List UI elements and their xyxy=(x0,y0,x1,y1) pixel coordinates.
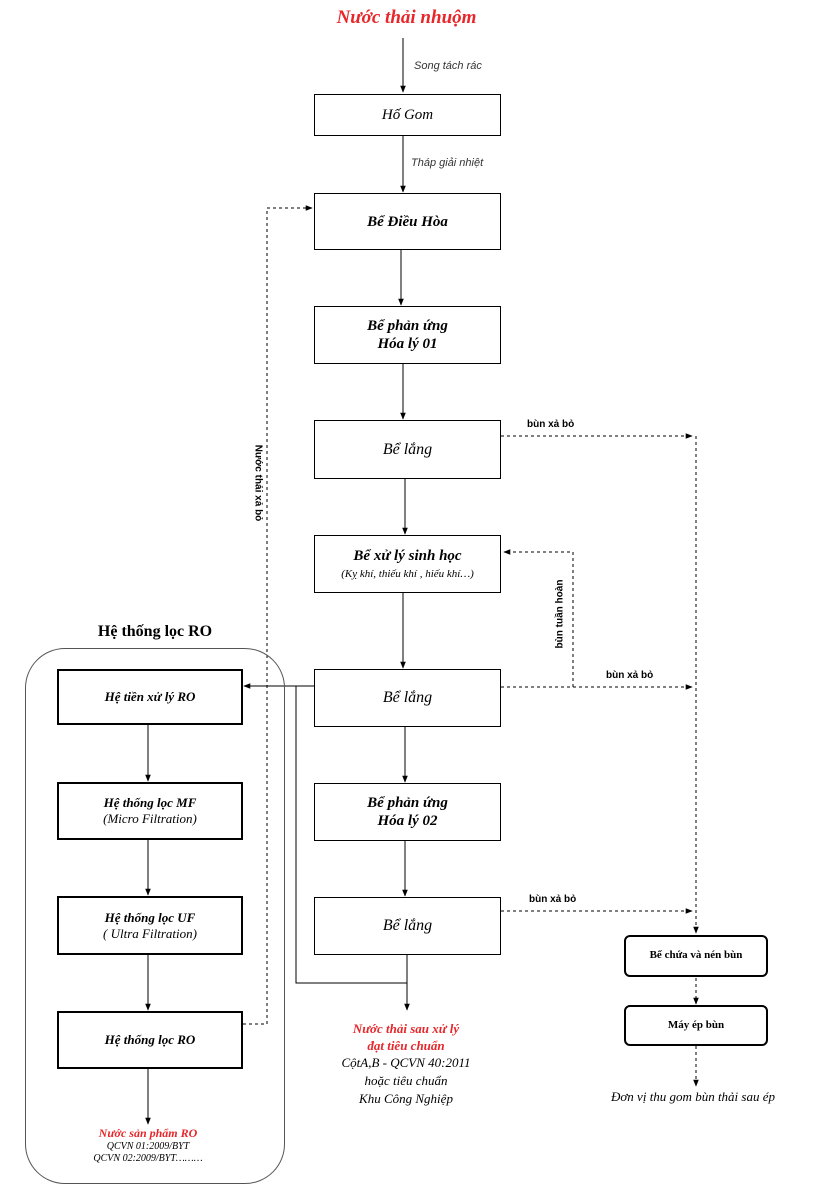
box-be-phan-ung-2: Bể phản ứng Hóa lý 02 xyxy=(314,783,501,841)
box-ho-gom-label: Hố Gom xyxy=(381,107,434,123)
box-be-dieu-hoa: Bể Điều Hòa xyxy=(314,193,501,250)
box-he-loc-mf-line1: Hệ thống lọc MF xyxy=(103,795,197,811)
box-be-lang-1-label: Bể lắng xyxy=(382,440,433,458)
ro-product-standard-2: QCVN 02:2009/BYT……… xyxy=(93,1153,203,1164)
box-be-lang-3-label: Bể lắng xyxy=(382,917,433,935)
box-he-loc-uf: Hệ thống lọc UF ( Ultra Filtration) xyxy=(57,896,243,955)
ro-product-standard-1: QCVN 01:2009/BYT xyxy=(106,1141,190,1152)
sludge-final-destination: Đơn vị thu gom bùn thải sau ép xyxy=(610,1089,775,1104)
box-be-lang-2-label: Bể lắng xyxy=(382,689,433,707)
box-he-loc-uf-line1: Hệ thống lọc UF xyxy=(104,909,196,925)
ro-system-title: Hệ thống lọc RO xyxy=(97,623,213,640)
line-lang3-to-ro xyxy=(295,686,407,984)
page-title: Nước thải nhuộm xyxy=(336,7,477,28)
output-line2: hoặc tiêu chuẩn xyxy=(364,1073,448,1088)
box-he-loc-ro-label: Hệ thống lọc RO xyxy=(104,1032,196,1048)
box-may-ep-bun: Máy ép bùn xyxy=(624,1005,768,1046)
label-bun-xa-bo-3: bùn xả bỏ xyxy=(529,894,577,905)
output-title-line2: đạt tiêu chuẩn xyxy=(367,1038,445,1053)
box-be-phan-ung-2-line1: Bể phản ứng xyxy=(367,795,448,811)
box-ho-gom: Hố Gom xyxy=(314,94,501,136)
box-he-loc-uf-line2: ( Ultra Filtration) xyxy=(103,925,197,941)
box-be-phan-ung-1-line2: Hóa lý 01 xyxy=(377,336,438,352)
output-title-line1: Nước thải sau xử lý xyxy=(352,1021,460,1036)
box-he-tien-xu-ly-ro-label: Hệ tiền xử lý RO xyxy=(104,689,196,705)
arrow-reject-water xyxy=(243,205,313,1025)
ro-system-region xyxy=(25,648,285,1184)
box-he-loc-mf-line2: (Micro Filtration) xyxy=(103,811,197,826)
box-he-loc-mf: Hệ thống lọc MF (Micro Filtration) xyxy=(57,782,243,840)
box-may-ep-bun-label: Máy ép bùn xyxy=(667,1018,725,1031)
label-song-tach-rac: Song tách rác xyxy=(414,60,482,72)
box-be-phan-ung-1: Bể phản ứng Hóa lý 01 xyxy=(314,306,501,364)
label-thap-giai-nhiet: Tháp giải nhiệt xyxy=(411,157,484,169)
label-bun-xa-bo-2: bùn xả bỏ xyxy=(606,670,654,681)
box-be-sinh-hoc-line1: Bể xử lý sinh học xyxy=(353,547,462,564)
box-he-loc-ro: Hệ thống lọc RO xyxy=(57,1011,243,1069)
label-bun-xa-bo-1: bùn xả bỏ xyxy=(527,419,575,430)
ro-product-title: Nước sản phẩm RO xyxy=(98,1126,198,1140)
box-be-sinh-hoc-line2: (Kỵ khí, thiếu khí , hiếu khí…) xyxy=(341,567,474,580)
label-nuoc-thai-xa-bo: Nước thải xả bỏ xyxy=(252,444,264,522)
output-line3: Khu Công Nghiệp xyxy=(359,1091,453,1106)
box-be-dieu-hoa-label: Bể Điều Hòa xyxy=(367,213,448,230)
box-be-chua-nen-bun: Bể chứa và nén bùn xyxy=(624,935,768,977)
box-be-phan-ung-1-line1: Bể phản ứng xyxy=(367,318,448,334)
box-be-lang-1: Bể lắng xyxy=(314,420,501,479)
box-he-tien-xu-ly-ro: Hệ tiền xử lý RO xyxy=(57,669,243,725)
output-block: Nước thải sau xử lý đạt tiêu chuẩn CộtA,… xyxy=(300,1020,512,1108)
box-be-phan-ung-2-line2: Hóa lý 02 xyxy=(377,813,438,829)
box-be-lang-3: Bể lắng xyxy=(314,897,501,955)
ro-product-block: Nước sản phẩm RO QCVN 01:2009/BYT QCVN 0… xyxy=(40,1126,256,1165)
arrow-sludge-recirculation xyxy=(503,549,574,687)
box-be-chua-nen-bun-label: Bể chứa và nén bùn xyxy=(649,949,743,962)
label-bun-tuan-hoan: bùn tuần hoàn xyxy=(554,579,566,649)
output-line1: CộtA,B - QCVN 40:2011 xyxy=(341,1055,471,1070)
box-be-sinh-hoc: Bể xử lý sinh học (Kỵ khí, thiếu khí , h… xyxy=(314,535,501,593)
box-be-lang-2: Bể lắng xyxy=(314,669,501,727)
